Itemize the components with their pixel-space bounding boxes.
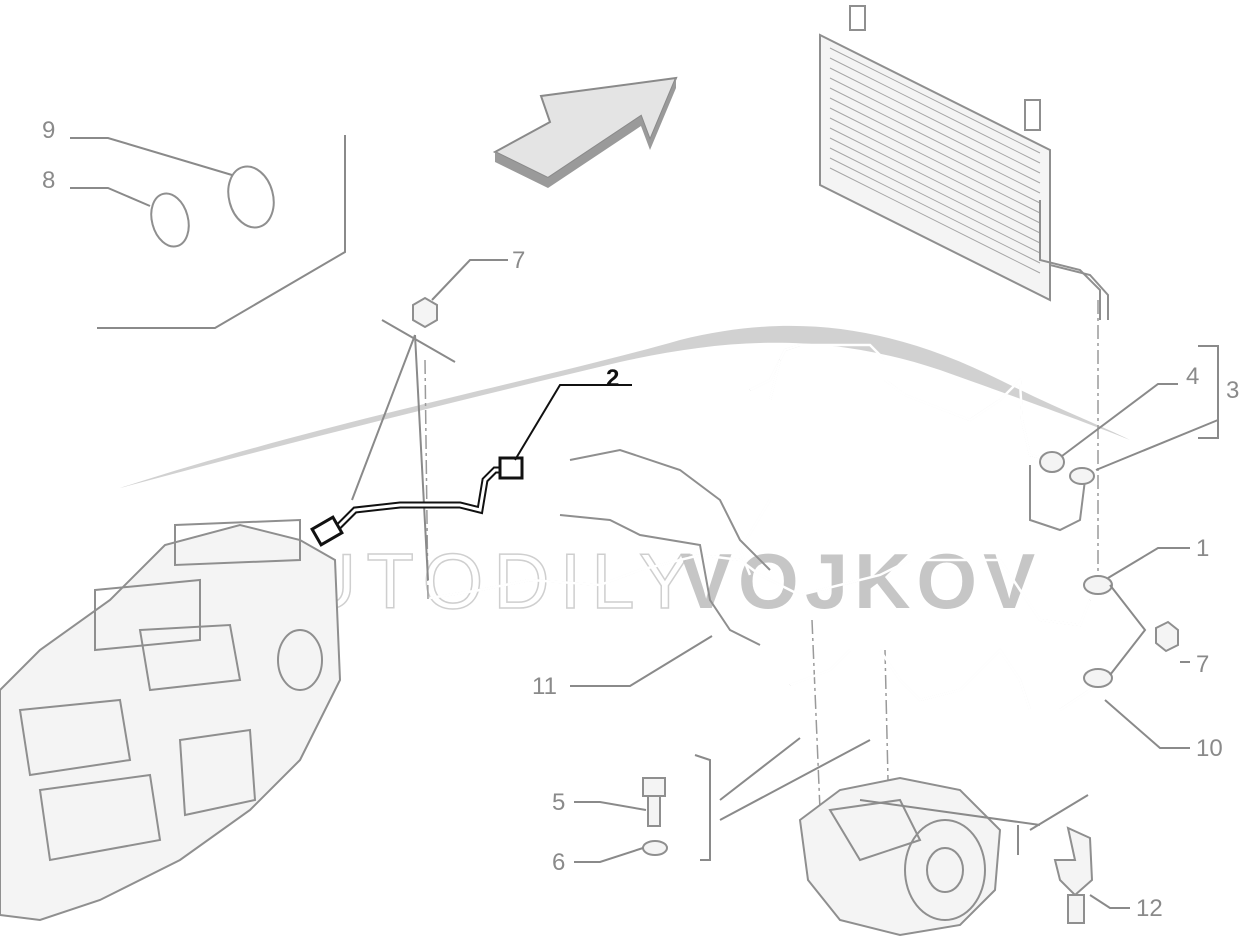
leader-12 [1089,894,1130,909]
callout-8: 8 [42,167,55,194]
bracket-3-4 [1198,345,1219,439]
align-line-compressor-a [811,619,821,811]
callout-4: 4 [1186,363,1199,390]
bracket-7a [351,319,456,581]
leader-10 [1104,699,1190,749]
hose-10 [789,648,1096,711]
hose-11-inner [429,553,1092,627]
bracket-compressor [694,737,1089,861]
callout-9: 9 [42,117,55,144]
hose-2-highlight [310,456,524,547]
hvac-housing [0,518,342,922]
hose-11-branch-b [569,448,771,571]
hose-upper-inner [749,343,1086,472]
leader-8 [70,187,151,207]
fitting-10 [1083,668,1113,688]
bolt-5 [642,777,666,827]
callout-1: 1 [1196,535,1209,562]
watermark-swoosh [120,325,1130,488]
hose-upper-loop [1029,465,1086,532]
callout-12: 12 [1136,895,1163,922]
callout-3: 3 [1226,377,1239,404]
hose-10-inner [789,648,1097,712]
hose-upper-drop-inner [738,359,782,576]
leader-9 [70,137,233,176]
leader-1 [1107,547,1190,579]
callout-2: 2 [606,365,619,392]
bracket-1-10 [1109,584,1147,676]
callout-7-right: 7 [1196,651,1209,678]
clip-12 [1053,826,1094,924]
callout-6: 6 [552,849,565,876]
fitting-3 [1069,467,1095,485]
callout-11: 11 [532,673,557,700]
leader-11 [570,635,713,687]
leader-6 [574,847,644,863]
callout-7-upper: 7 [512,247,525,274]
callout-5: 5 [552,789,565,816]
fitting-4 [1039,451,1065,473]
hose-11-branch [559,514,761,646]
nut-7-upper [412,296,438,329]
hose-upper [749,344,1086,471]
leader-7a [431,259,508,301]
fitting-1 [1083,575,1113,595]
o-ring-small [150,192,190,248]
nut-7-right [1155,620,1179,653]
washer-6 [642,840,668,856]
leader-4 [1061,383,1178,457]
bracket-seal-group [97,135,346,329]
leader-5 [574,801,647,811]
condenser [819,5,1109,320]
compressor [798,776,1002,937]
leader-2 [514,384,632,461]
o-ring-large [227,165,275,229]
callout-10: 10 [1196,735,1223,762]
leader-3 [1095,419,1219,471]
align-line-compressor-b [884,649,889,781]
